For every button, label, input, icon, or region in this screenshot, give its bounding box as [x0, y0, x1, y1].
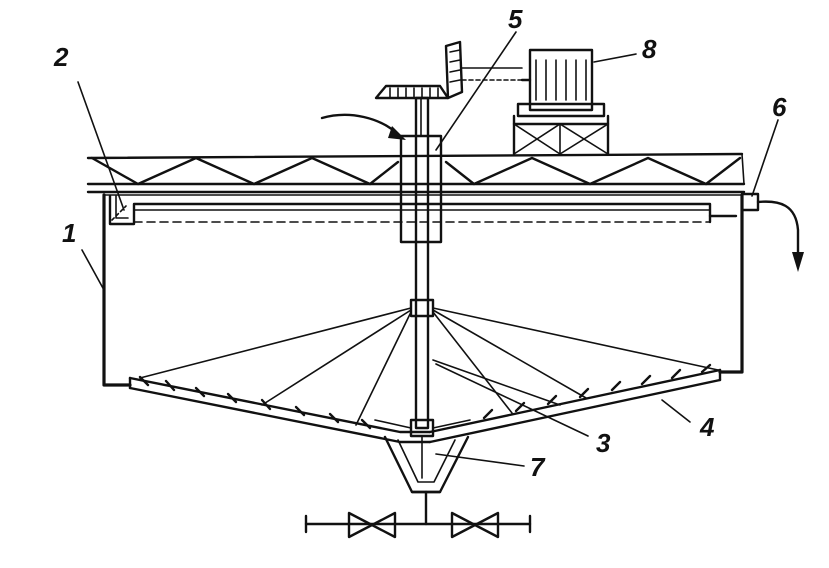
outlet-pipe [304, 490, 532, 534]
tank-wall [102, 193, 744, 387]
drive-motor [512, 48, 610, 156]
effluent-outlet [740, 192, 804, 272]
overflow-trough [103, 194, 743, 226]
scraper-blades [138, 363, 712, 430]
callout-7: 7 [530, 452, 546, 482]
inlet-arrow [320, 113, 406, 140]
sludge-hopper [383, 435, 470, 494]
callout-4: 4 [699, 412, 715, 442]
callout-6: 6 [772, 92, 787, 122]
scraper-rods [139, 307, 719, 429]
valve-left [347, 511, 397, 539]
callout-3: 3 [596, 428, 611, 458]
leader-lines [77, 31, 779, 467]
drive-gear [374, 40, 523, 100]
valve-right [450, 511, 500, 539]
callout-5: 5 [508, 4, 523, 34]
callout-2: 2 [53, 42, 69, 72]
callout-8: 8 [642, 34, 657, 64]
conical-bottom [128, 368, 722, 444]
callout-1: 1 [62, 218, 76, 248]
